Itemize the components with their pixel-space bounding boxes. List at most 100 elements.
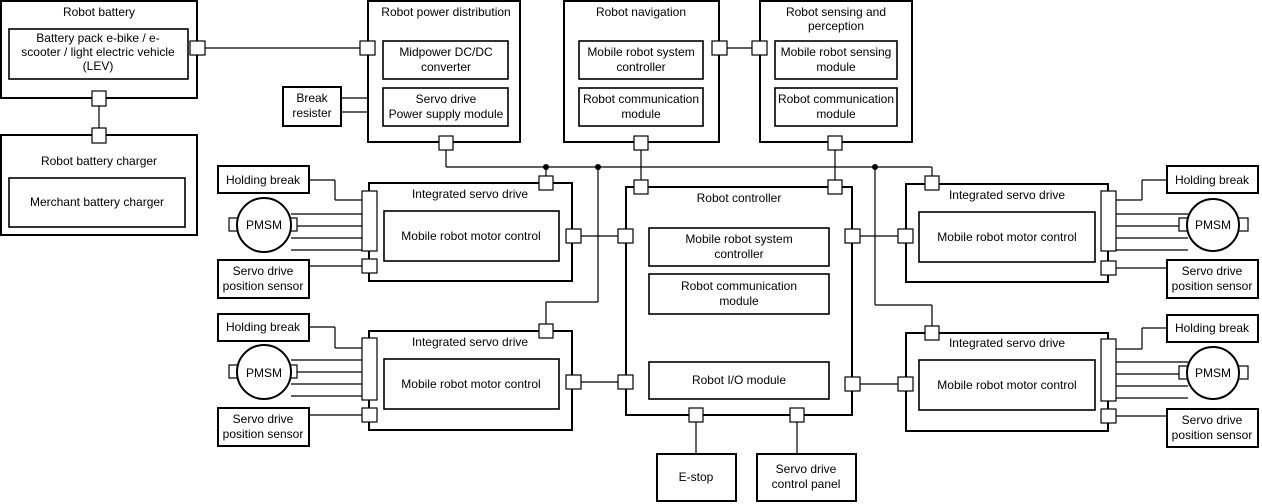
nav-output-port — [633, 135, 649, 151]
position-sensor-label-line1: Servo drive — [1182, 264, 1243, 278]
estop-label: E-stop — [679, 470, 714, 484]
servo-power-port — [538, 323, 554, 339]
servo-drive-upper-left: Integrated servo drive Mobile robot moto… — [361, 175, 582, 282]
control-panel-label-line2: control panel — [772, 477, 841, 491]
servo-psu-label-line2: Power supply module — [389, 107, 504, 121]
sensing-output-port — [827, 135, 843, 151]
motor-control-label: Mobile robot motor control — [401, 377, 540, 391]
power-input-port — [359, 40, 376, 56]
motor-connector — [361, 190, 378, 252]
sensing-comm-label-line1: Robot communication — [778, 92, 894, 106]
controller-port-upper-left — [617, 228, 634, 244]
motor-connector — [1100, 338, 1117, 402]
servo-power-port — [538, 175, 554, 191]
nav-controller-label-line1: Mobile robot system — [587, 45, 694, 59]
nav-comm-label-line2: module — [621, 107, 661, 121]
robot-battery-block: Robot battery Battery pack e-bike / e- s… — [0, 0, 198, 99]
sensing-comm-label-line2: module — [816, 107, 856, 121]
sensing-module-label-line1: Mobile robot sensing — [781, 45, 892, 59]
controller-port-upper-right — [844, 228, 861, 244]
nav-comm-label-line1: Robot communication — [583, 92, 699, 106]
estop-block: E-stop — [656, 453, 737, 502]
sensing-title-line1: Robot sensing and — [786, 5, 886, 19]
battery-charger-title: Robot battery charger — [41, 154, 157, 168]
pmsm-lower-left: PMSM — [228, 344, 298, 400]
pmsm-label: PMSM — [246, 366, 282, 380]
connections — [98, 47, 1188, 454]
battery-charge-port — [91, 90, 107, 107]
controller-comm-label-line1: Robot communication — [681, 279, 797, 293]
holding-break-label: Holding break — [226, 173, 301, 187]
servo-drive-upper-right: Integrated servo drive Mobile robot moto… — [897, 175, 1117, 283]
controller-system-label-line1: Mobile robot system — [685, 232, 792, 246]
robot-sensing-block: Robot sensing and perception Mobile robo… — [759, 0, 913, 143]
servo-drive-lower-right: Integrated servo drive Mobile robot moto… — [897, 325, 1117, 432]
sensing-module-label-line2: module — [816, 60, 856, 74]
nav-right-port — [711, 40, 728, 56]
controller-port-lower-right — [844, 376, 861, 392]
position-sensor-label-line1: Servo drive — [233, 264, 294, 278]
holding-break-lower-left: Holding break — [217, 313, 310, 342]
control-panel-label-line1: Servo drive — [776, 462, 837, 476]
holding-break-lower-right: Holding break — [1166, 314, 1259, 343]
pmsm-lower-right: PMSM — [1178, 346, 1249, 400]
pmsm-upper-left: PMSM — [228, 197, 298, 253]
holding-break-upper-right: Holding break — [1166, 165, 1259, 194]
navigation-title: Robot navigation — [596, 5, 686, 19]
battery-pack-label-line2: scooter / light electric vehicle — [21, 45, 175, 59]
servo-sensor-port — [1100, 408, 1117, 424]
position-sensor-label-line2: position sensor — [223, 427, 304, 441]
merchant-charger-label: Merchant battery charger — [30, 195, 164, 209]
position-sensor-label-line1: Servo drive — [233, 412, 294, 426]
servo-power-port — [924, 175, 940, 191]
break-resister-label-line2: resister — [292, 106, 331, 120]
pmsm-label: PMSM — [1195, 218, 1231, 232]
dcdc-label-line2: converter — [421, 60, 471, 74]
motor-connector — [361, 337, 378, 401]
position-sensor-upper-left: Servo drive position sensor — [217, 259, 310, 299]
position-sensor-lower-left: Servo drive position sensor — [217, 407, 310, 447]
controller-io-label: Robot I/O module — [692, 373, 786, 387]
controller-nav-port — [633, 179, 649, 195]
servo-sensor-port — [1100, 260, 1117, 276]
controller-port-lower-left — [617, 374, 634, 390]
battery-output-port — [189, 40, 206, 56]
servo-comm-port — [565, 374, 582, 390]
servo-sensor-port — [361, 407, 378, 423]
robot-controller-block: Robot controller Mobile robot system con… — [625, 186, 853, 416]
charger-input-port — [91, 127, 107, 144]
controller-estop-port — [688, 407, 704, 423]
servo-comm-port — [897, 376, 914, 392]
controller-panel-port — [789, 407, 805, 423]
position-sensor-lower-right: Servo drive position sensor — [1166, 408, 1259, 448]
holding-break-label: Holding break — [1175, 321, 1250, 335]
controller-title: Robot controller — [697, 191, 782, 205]
servo-drive-title: Integrated servo drive — [412, 335, 528, 349]
servo-drive-title: Integrated servo drive — [412, 187, 528, 201]
junction-dot — [595, 164, 601, 170]
holding-break-label: Holding break — [226, 320, 301, 334]
position-sensor-label-line2: position sensor — [1172, 279, 1253, 293]
robot-battery-charger-block: Robot battery charger Merchant battery c… — [0, 134, 198, 236]
robot-navigation-block: Robot navigation Mobile robot system con… — [563, 0, 720, 143]
junction-dot — [543, 164, 549, 170]
controller-sensing-port — [827, 179, 843, 195]
power-distribution-title: Robot power distribution — [381, 5, 510, 19]
motor-control-label: Mobile robot motor control — [937, 230, 1076, 244]
motor-control-label: Mobile robot motor control — [401, 229, 540, 243]
nav-controller-label-line2: controller — [616, 60, 665, 74]
robot-battery-title: Robot battery — [63, 5, 135, 19]
position-sensor-label-line2: position sensor — [1172, 428, 1253, 442]
holding-break-upper-left: Holding break — [217, 165, 310, 194]
battery-pack-label-line1: Battery pack e-bike / e- — [36, 31, 159, 45]
sensing-title-line2: perception — [808, 19, 864, 33]
position-sensor-label-line1: Servo drive — [1182, 413, 1243, 427]
sensing-left-port — [751, 40, 768, 56]
servo-sensor-port — [361, 258, 378, 274]
servo-comm-port — [897, 228, 914, 244]
control-panel-block: Servo drive control panel — [756, 453, 857, 502]
position-sensor-upper-right: Servo drive position sensor — [1166, 259, 1259, 299]
dcdc-label-line1: Midpower DC/DC — [399, 45, 493, 59]
servo-power-port — [924, 325, 940, 341]
pmsm-label: PMSM — [246, 218, 282, 232]
